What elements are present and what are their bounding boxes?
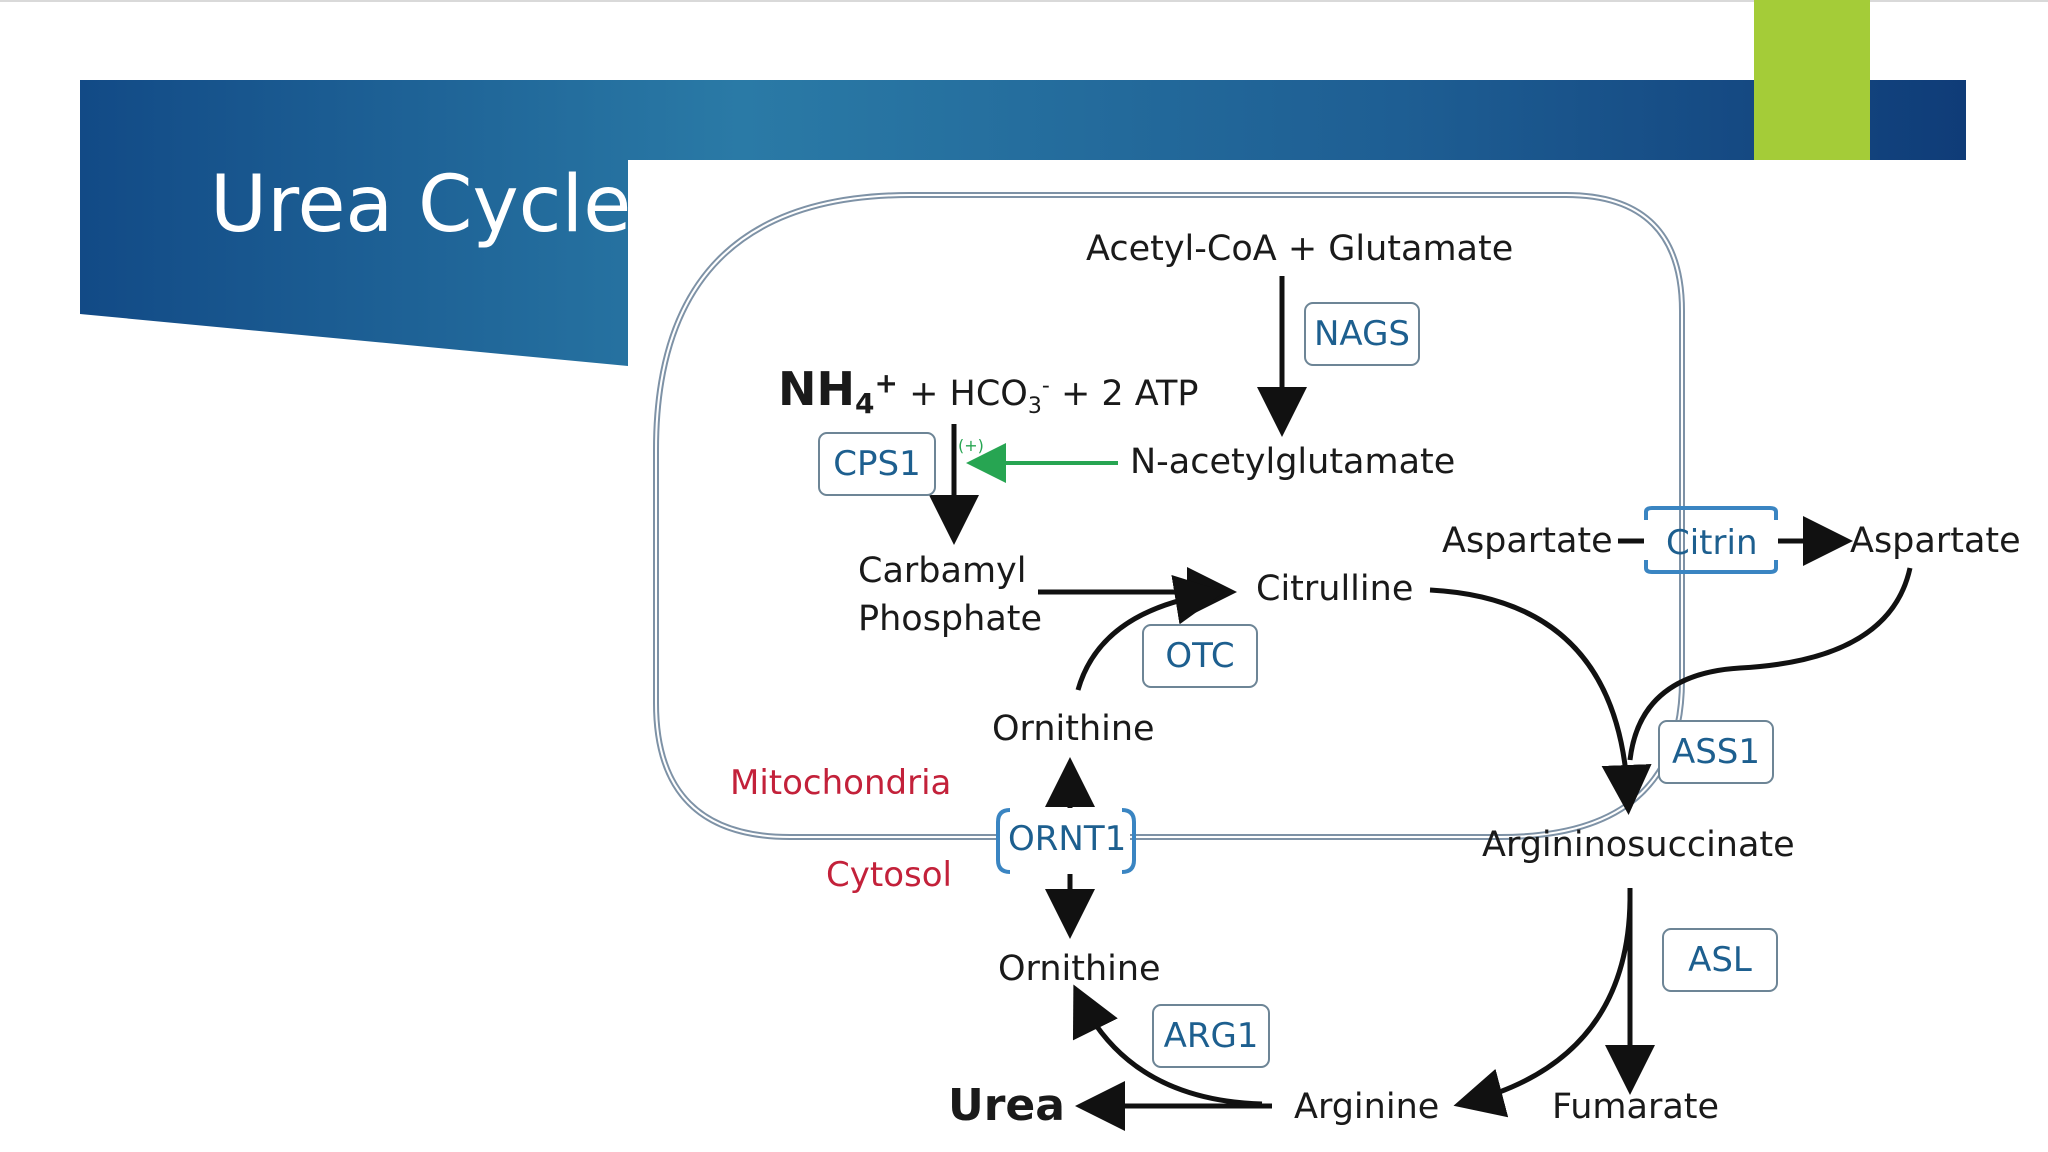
enzyme-nags: NAGS — [1304, 302, 1420, 366]
enzyme-asl: ASL — [1662, 928, 1778, 992]
arrow-aspartate-argininosuccinate — [1627, 567, 1913, 761]
label-cytosol: Cytosol — [826, 855, 952, 895]
label-acetyl-coa-glutamate: Acetyl-CoA + Glutamate — [1086, 229, 1514, 269]
label-activation: (+) — [958, 436, 984, 455]
label-ornithine-cytosol: Ornithine — [998, 949, 1161, 989]
arrow-ornithine-citrulline — [1075, 574, 1225, 691]
slide-title: Urea Cycle — [210, 160, 632, 250]
ornt1-transporter — [996, 808, 1136, 874]
enzyme-arg1: ARG1 — [1152, 1004, 1270, 1068]
arrow-citrulline-argininosuccinate — [1429, 587, 1652, 815]
mitochondrial-membrane — [653, 192, 1685, 840]
label-phosphate: Phosphate — [858, 599, 1043, 639]
label-aspartate-mitochondria: Aspartate — [1442, 521, 1613, 561]
arrow-arginine-ornithine — [1072, 984, 1263, 1107]
label-hco3: + HCO — [909, 374, 1028, 414]
accent-bar — [1754, 0, 1870, 160]
label-atp: + 2 ATP — [1060, 374, 1199, 414]
label-citrulline: Citrulline — [1256, 569, 1414, 609]
label-aspartate-cytosol: Aspartate — [1850, 521, 2021, 561]
label-hco3-sub: 3 — [1027, 394, 1042, 419]
transporter-ornt1-label: ORNT1 — [1008, 819, 1127, 859]
label-urea: Urea — [948, 1080, 1065, 1131]
citrin-transporter — [1644, 506, 1778, 574]
label-n-acetylglutamate: N-acetylglutamate — [1130, 442, 1456, 482]
label-nh4-hco3-atp: NH4+ + HCO3- + 2 ATP — [778, 366, 1199, 418]
transporter-citrin-label: Citrin — [1666, 523, 1758, 563]
label-nh4-sub: 4 — [855, 387, 875, 420]
label-arginine: Arginine — [1294, 1087, 1440, 1127]
label-hco3-sup: - — [1041, 373, 1050, 399]
label-fumarate: Fumarate — [1552, 1087, 1720, 1127]
enzyme-otc: OTC — [1142, 624, 1258, 688]
label-argininosuccinate: Argininosuccinate — [1482, 825, 1795, 865]
label-nh4: NH — [778, 362, 855, 416]
label-nh4-sup: + — [874, 366, 898, 400]
label-mitochondria: Mitochondria — [730, 763, 952, 803]
label-ornithine-mitochondria: Ornithine — [992, 709, 1155, 749]
label-carbamyl: Carbamyl — [858, 551, 1027, 591]
arrow-asl-arginine — [1453, 899, 1633, 1118]
enzyme-cps1: CPS1 — [818, 432, 936, 496]
enzyme-ass1: ASS1 — [1658, 720, 1774, 784]
